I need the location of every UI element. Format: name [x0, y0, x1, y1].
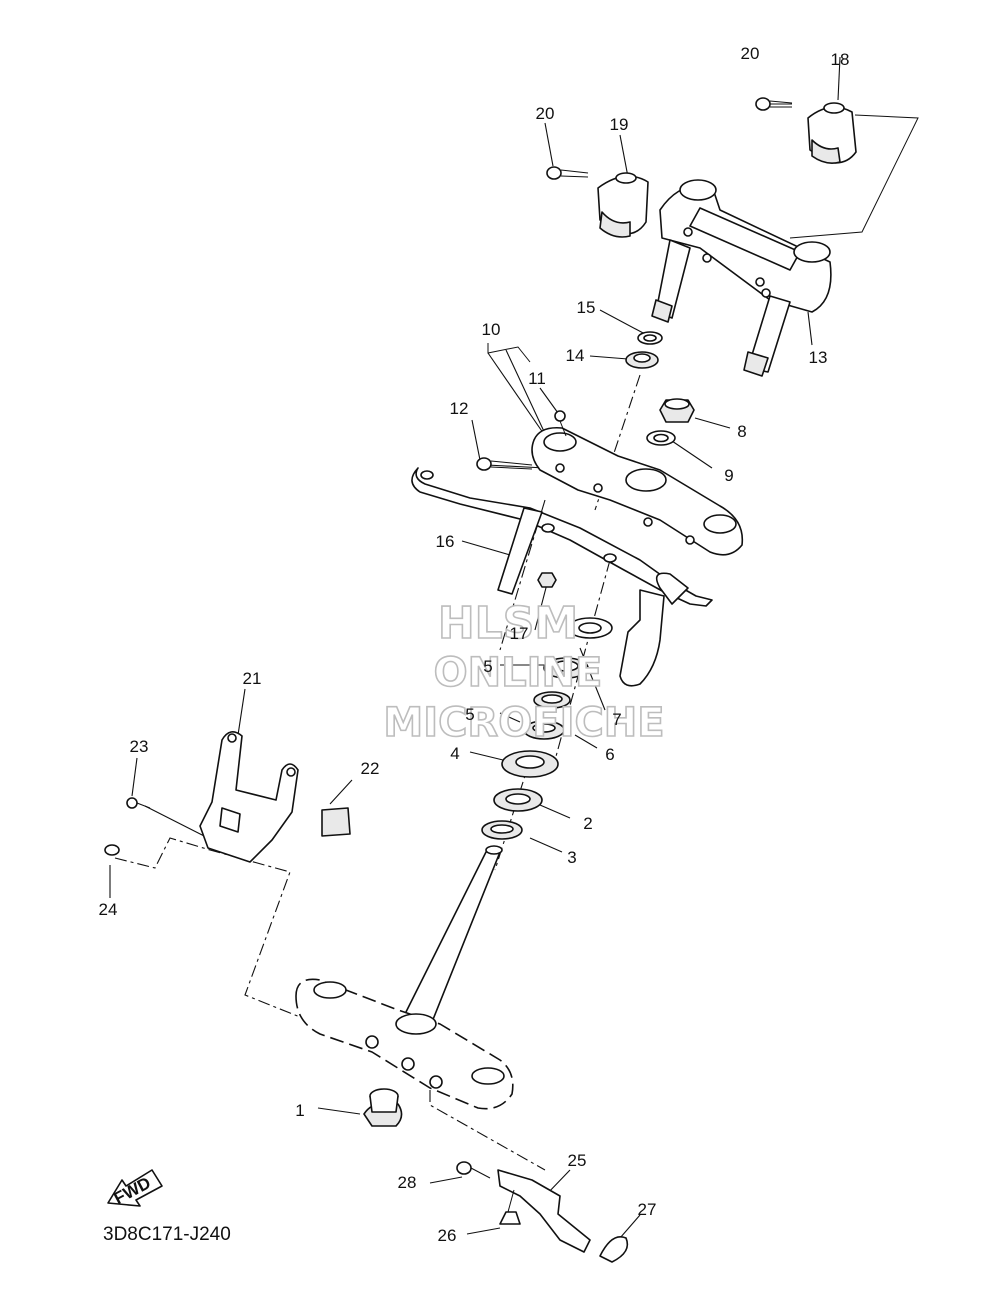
upper-bracket-10 [531, 426, 744, 556]
grommet-24 [104, 844, 120, 856]
callout-label: 7 [612, 710, 621, 729]
upper-handlebar-holder-19 [597, 172, 649, 238]
bolt-20-upper [755, 97, 793, 111]
bracket-21 [199, 731, 299, 863]
ring-nut-5-upper [543, 657, 589, 679]
damper-14 [625, 351, 659, 369]
washer-15 [637, 331, 663, 345]
under-bracket [295, 845, 514, 1110]
washer-9 [646, 430, 676, 446]
callout-label: 1 [295, 1101, 304, 1120]
callout-label: 10 [482, 320, 501, 339]
callout-label: 15 [577, 298, 596, 317]
screw-11 [554, 410, 567, 437]
callout-label: 27 [638, 1200, 657, 1219]
callout-label: 28 [398, 1173, 417, 1192]
callout-label: 12 [450, 399, 469, 418]
clamp-27 [599, 1236, 629, 1263]
fwd-arrow-icon: FWD [107, 1169, 163, 1208]
bolt-12 [476, 457, 533, 471]
pad-22 [321, 807, 351, 837]
washer-7 [567, 617, 613, 639]
callout-label: 6 [605, 745, 614, 764]
rubber-washer-6 [533, 691, 571, 709]
watermark-line-3: MICROFICHE [383, 700, 664, 746]
seal-3 [481, 820, 523, 840]
callout-label: 19 [610, 115, 629, 134]
callout-label: 9 [724, 466, 733, 485]
leader-lines [109, 56, 919, 1239]
ball-race-cover-4 [501, 750, 559, 778]
callout-label: 22 [361, 759, 380, 778]
callout-label: 13 [809, 348, 828, 367]
bolt-28 [456, 1161, 491, 1179]
callout-label: 17 [510, 624, 529, 643]
callout-label: 5 [465, 705, 474, 724]
stay-25 [497, 1169, 591, 1253]
callout-label: 21 [243, 669, 262, 688]
bearing-2 [493, 788, 543, 812]
center-axis-lines [114, 374, 641, 1171]
callout-label: 24 [99, 900, 118, 919]
stay-16 [411, 467, 713, 687]
callout-label: 26 [438, 1226, 457, 1245]
callout-label: 8 [737, 422, 746, 441]
ring-nut-5-lower [523, 720, 565, 740]
callout-label: 16 [436, 532, 455, 551]
callout-labels: 1 2 3 4 5 5 6 7 8 9 10 11 12 13 14 15 16… [99, 44, 850, 1245]
callout-label: 14 [566, 346, 585, 365]
callout-label: 20 [536, 104, 555, 123]
callout-label: 3 [567, 848, 576, 867]
diagram-code: 3D8C171-J240 [103, 1224, 231, 1245]
callout-label: 20 [741, 44, 760, 63]
callout-label: 4 [450, 744, 459, 763]
callout-label: 25 [568, 1151, 587, 1170]
callout-label: 5 [483, 657, 492, 676]
upper-handlebar-holder-18 [807, 102, 857, 164]
watermark-line-2: ONLINE [434, 650, 603, 696]
callout-label: 11 [528, 369, 546, 388]
nut-17 [537, 572, 557, 588]
callout-label: 23 [130, 737, 149, 756]
watermark-line-1: HLSM [438, 598, 578, 649]
lower-handlebar-holder-13 [651, 179, 832, 377]
bolt-26 [499, 1189, 521, 1225]
callout-label: 2 [583, 814, 592, 833]
collar-1 [363, 1088, 403, 1127]
screw-23 [126, 797, 151, 809]
watermark: HLSM ONLINE MICROFICHE [383, 597, 666, 747]
nut-8 [659, 398, 695, 423]
bolt-20-lower [546, 166, 589, 180]
callout-label: 18 [831, 50, 850, 69]
